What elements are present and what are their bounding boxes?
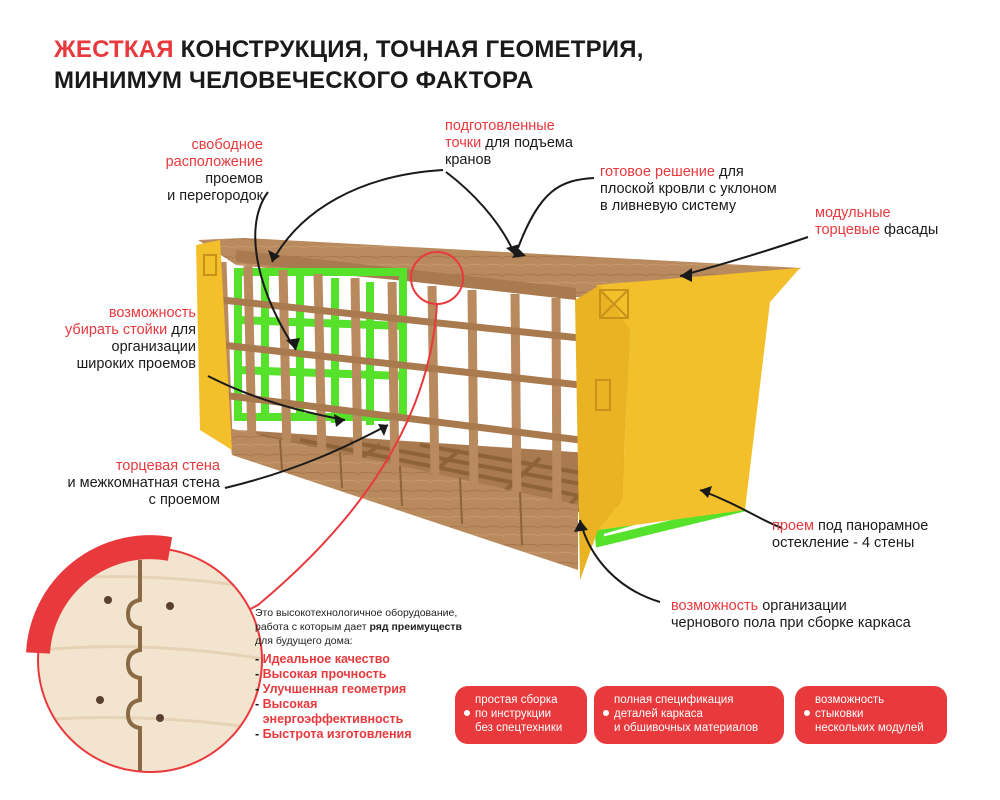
callout-endwall-text-2: с проемом (148, 492, 220, 508)
callout-flat-roof: готовое решение для плоской кровли с укл… (600, 164, 800, 215)
description-emphasis: ряд преимуществ (369, 621, 462, 633)
description-line-2: работа с которым дает (255, 621, 370, 633)
benefits-list: - Идеальное качество - Высокая прочность… (255, 652, 505, 742)
callout-free-layout: свободное расположение проемов и перегор… (120, 137, 263, 205)
bullet-dot-icon (464, 710, 470, 716)
title-line1-rest: КОНСТРУКЦИЯ, ТОЧНАЯ ГЕОМЕТРИЯ, (173, 36, 644, 63)
benefit-quality: Идеальное качество (262, 652, 390, 666)
callout-posts-accent-1: возможность (108, 305, 196, 321)
benefit-speed: Быстрота изготовления (262, 727, 412, 741)
base-beam-cells (279, 439, 523, 546)
benefit-item: - Улучшенная геометрия (255, 682, 407, 696)
advantages-description: Это высокотехнологичное оборудование, ра… (255, 606, 505, 648)
pill-3-line-1: возможность (815, 694, 885, 706)
title-accent: ЖЕСТКАЯ (54, 36, 174, 63)
callout-endwall-accent: торцевая стена (115, 458, 220, 474)
benefit-item-continued: - энергоэффективность (255, 712, 505, 727)
title-line-1: ЖЕСТКАЯ КОНСТРУКЦИЯ, ТОЧНАЯ ГЕОМЕТРИЯ, (54, 34, 644, 65)
callout-posts-text-2: для (167, 322, 196, 338)
description-line-1: Это высокотехнологичное оборудование, (255, 607, 458, 619)
benefit-energy-1: Высокая (262, 697, 318, 711)
description-line-3: для будущего дома: (255, 635, 353, 647)
callout-free-layout-text-2: и перегородок (167, 188, 263, 204)
benefit-geometry: Улучшенная геометрия (262, 682, 407, 696)
facade-braces (203, 254, 629, 411)
callout-posts-text-4: широких проемов (76, 356, 196, 372)
detail-circle-accent-arc (26, 535, 173, 654)
callout-panoramic-accent: проем (772, 518, 815, 534)
benefit-strength: Высокая прочность (262, 667, 387, 681)
page-title: ЖЕСТКАЯ КОНСТРУКЦИЯ, ТОЧНАЯ ГЕОМЕТРИЯ, М… (54, 34, 644, 96)
pill-1-line-1: простая сборка (475, 694, 558, 706)
benefit-item: - Высокая (255, 697, 318, 711)
callout-roof-accent: готовое решение (600, 164, 715, 180)
pill-3-line-3: нескольких модулей (815, 722, 924, 734)
callout-panoramic: проем под панорамное остекление - 4 стен… (772, 518, 962, 552)
base-beam (228, 428, 578, 570)
benefit-energy-2: энергоэффективность (262, 712, 404, 726)
pill-module-docking: возможность стыковки нескольких модулей (795, 686, 947, 744)
callout-arrows (207, 169, 809, 603)
callout-subfloor: возможность организации чернового пола п… (671, 598, 961, 632)
pill-simple-assembly: простая сборка по инструкции без спецтех… (455, 686, 587, 744)
benefit-item: - Высокая прочность (255, 667, 387, 681)
title-line-2: МИНИМУМ ЧЕЛОВЕЧЕСКОГО ФАКТОРА (54, 67, 534, 94)
left-facade (196, 240, 232, 450)
pill-1-line-3: без спецтехники (475, 722, 563, 734)
callout-remove-posts: возможность убирать стойки для организац… (48, 305, 196, 373)
right-facade-side (575, 285, 630, 580)
callout-crane-text-3: кранов (445, 152, 492, 168)
callout-panoramic-text-1: под панорамное (814, 518, 929, 534)
bullet-dot-icon (804, 710, 810, 716)
pill-3-line-2: стыковки (815, 708, 864, 720)
pill-2-line-2: деталей каркаса (614, 708, 703, 720)
callout-subfloor-text-1: организации (758, 598, 847, 614)
callout-crane-accent-2: точки (445, 135, 482, 151)
pill-2-line-3: и обшивочных материалов (614, 722, 759, 734)
bullet-dot-icon (603, 710, 609, 716)
callout-posts-text-3: организации (111, 339, 197, 355)
callout-free-layout-accent-2: расположение (165, 154, 263, 170)
pill-1-line-2: по инструкции (475, 708, 552, 720)
callout-facades-accent-1: модульные (815, 205, 891, 221)
benefit-item: - Быстрота изготовления (255, 727, 412, 741)
pill-full-specification: полная спецификация деталей каркаса и об… (594, 686, 784, 744)
callout-facades-text-2: фасады (880, 222, 939, 238)
callout-subfloor-accent: возможность (671, 598, 759, 614)
pill-2-line-1: полная спецификация (614, 694, 734, 706)
benefit-item: - Идеальное качество (255, 652, 390, 666)
callout-end-wall: торцевая стена и межкомнатная стена с пр… (40, 458, 220, 509)
callout-roof-text-3: в ливневую систему (600, 198, 737, 214)
callout-roof-text-2: плоской кровли с уклоном (600, 181, 777, 197)
callout-endwall-text-1: и межкомнатная стена (67, 475, 220, 491)
callout-roof-text-1: для (714, 164, 744, 180)
callout-free-layout-text-1: проемов (205, 171, 263, 187)
callout-posts-accent-2: убирать стойки (65, 322, 168, 338)
right-facade (596, 268, 800, 530)
callout-subfloor-text-2: чернового пола при сборке каркаса (671, 615, 911, 631)
callout-crane-text-2: для подъема (481, 135, 573, 151)
callout-free-layout-accent-1: свободное (191, 137, 263, 153)
arrow-heads (268, 244, 712, 532)
callout-facades-accent-2: торцевые (815, 222, 881, 238)
callout-panoramic-text-2: остекление - 4 стены (772, 535, 915, 551)
callout-crane-points: подготовленные точки для подъема кранов (445, 118, 615, 169)
callout-modular-facades: модульные торцевые фасады (815, 205, 965, 239)
callout-crane-accent-1: подготовленные (445, 118, 555, 134)
